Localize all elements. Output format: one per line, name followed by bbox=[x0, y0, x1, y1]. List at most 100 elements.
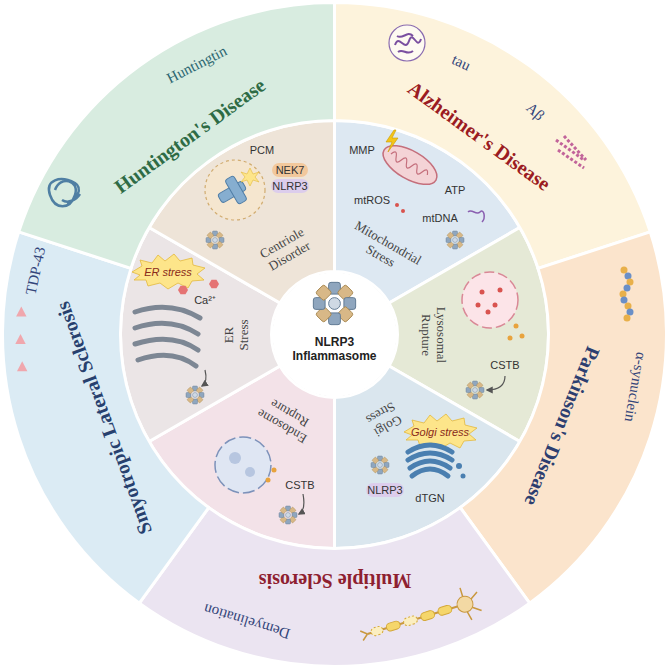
neuron-icon bbox=[357, 584, 485, 652]
lysosome-icon bbox=[514, 324, 519, 329]
lysosome-icon bbox=[476, 303, 481, 308]
disease-sector: Smyotropic Lateral SclerosisTDP-43 bbox=[0, 229, 211, 606]
alpha-synuclein-icon bbox=[625, 273, 632, 280]
amyloid-beta-icon bbox=[556, 136, 586, 168]
alpha-synuclein-icon bbox=[627, 309, 634, 316]
neuron-icon bbox=[455, 594, 475, 614]
mitochondrion-icon bbox=[386, 130, 398, 152]
tau-icon bbox=[389, 25, 425, 61]
er-icon bbox=[132, 254, 219, 386]
mini-inflammasome-icon bbox=[279, 506, 297, 524]
neuron-icon bbox=[357, 584, 485, 652]
endosome-icon bbox=[215, 437, 304, 514]
tau-icon bbox=[395, 34, 421, 53]
golgi-icon bbox=[410, 461, 450, 468]
neuron-icon bbox=[420, 610, 436, 622]
alpha-synuclein-icon bbox=[627, 279, 634, 286]
lysosome-icon bbox=[480, 290, 485, 295]
alpha-synuclein-icon bbox=[623, 270, 630, 318]
mini-inflammasome-icon bbox=[446, 231, 464, 249]
golgi-icon bbox=[461, 474, 466, 479]
callout-label: CSTB bbox=[285, 479, 314, 492]
callout-label: dTGN bbox=[415, 492, 444, 505]
centriole-icon bbox=[205, 160, 265, 220]
callout-label: NEK7 bbox=[276, 164, 305, 177]
huntingtin-icon bbox=[49, 179, 80, 206]
callout-label: Golgi stress bbox=[411, 426, 469, 439]
mitochondrion-icon bbox=[377, 138, 443, 192]
lysosome-icon bbox=[462, 272, 518, 328]
alpha-synuclein-icon bbox=[621, 267, 628, 274]
sector-shape bbox=[139, 508, 529, 667]
neuron-icon bbox=[370, 625, 384, 636]
golgi-icon bbox=[456, 463, 462, 469]
mitochondrion-icon bbox=[468, 211, 484, 222]
disease-name: Multiple Sclerosis bbox=[258, 568, 410, 591]
callout-label: NLRP3 bbox=[272, 180, 307, 193]
neuron-icon bbox=[367, 606, 457, 633]
tau-icon bbox=[389, 25, 425, 61]
lysosome-icon bbox=[487, 376, 505, 390]
center-inflammasome-icon bbox=[313, 282, 355, 324]
centriole-icon bbox=[241, 168, 259, 186]
amyloid-beta-icon bbox=[556, 136, 586, 168]
endosome-icon bbox=[266, 478, 271, 483]
er-icon bbox=[202, 370, 206, 386]
alpha-synuclein-icon bbox=[620, 291, 627, 298]
mitochondrion-icon bbox=[401, 209, 405, 213]
sector-shape bbox=[460, 232, 666, 603]
golgi-icon bbox=[412, 469, 448, 476]
lysosome-icon bbox=[462, 272, 525, 390]
mini-inflammasome-icon bbox=[186, 231, 484, 524]
lysosome-icon bbox=[493, 303, 498, 308]
er-icon bbox=[178, 286, 188, 295]
centriole-icon bbox=[225, 175, 248, 204]
tdp43-icon bbox=[16, 307, 26, 317]
lysosome-icon bbox=[508, 336, 513, 341]
endosome-icon bbox=[229, 452, 241, 464]
neuron-icon bbox=[437, 604, 453, 616]
centriole-icon bbox=[271, 179, 309, 193]
center-label: NLRP3 Inflammasome bbox=[292, 336, 376, 364]
neuron-icon bbox=[403, 615, 419, 627]
lysosome-icon bbox=[520, 334, 525, 339]
er-icon bbox=[135, 307, 200, 318]
neuron-icon bbox=[360, 629, 369, 640]
golgi-icon bbox=[408, 453, 452, 460]
mitochondrion-icon bbox=[395, 203, 399, 207]
neuron-icon bbox=[385, 620, 401, 632]
lysosome-icon bbox=[498, 288, 503, 293]
mitochondrion-icon bbox=[377, 138, 443, 192]
golgi-icon bbox=[404, 414, 477, 449]
mini-inflammasome-icon bbox=[206, 231, 224, 249]
callout-label: MMP bbox=[349, 144, 375, 157]
huntingtin-icon bbox=[49, 179, 80, 206]
callout-label: PCM bbox=[250, 144, 274, 157]
mechanism-label: ER Stress bbox=[222, 319, 252, 350]
mitochondrion-icon bbox=[389, 151, 429, 179]
callout-label: mtDNA bbox=[422, 212, 457, 225]
centriole-icon bbox=[217, 181, 246, 204]
centriole-icon bbox=[205, 160, 309, 220]
centriole-icon bbox=[272, 163, 308, 177]
mechanism-label: Lysosomal Rupture bbox=[418, 306, 448, 362]
neuron-icon bbox=[460, 584, 484, 621]
alpha-synuclein-icon bbox=[621, 297, 628, 304]
er-icon bbox=[135, 323, 198, 334]
er-icon bbox=[135, 339, 198, 350]
er-icon bbox=[138, 355, 196, 366]
endosome-icon bbox=[272, 468, 277, 473]
callout-label: mtROS bbox=[354, 194, 390, 207]
er-icon bbox=[132, 254, 205, 289]
endosome-icon bbox=[215, 437, 271, 493]
alpha-synuclein-icon bbox=[620, 267, 634, 322]
mini-inflammasome-icon bbox=[466, 381, 484, 399]
golgi-icon bbox=[366, 414, 477, 497]
tdp43-icon bbox=[15, 307, 27, 372]
callout-label: ER stress bbox=[144, 266, 192, 279]
endosome-icon bbox=[245, 467, 255, 477]
alpha-synuclein-icon bbox=[624, 315, 631, 322]
